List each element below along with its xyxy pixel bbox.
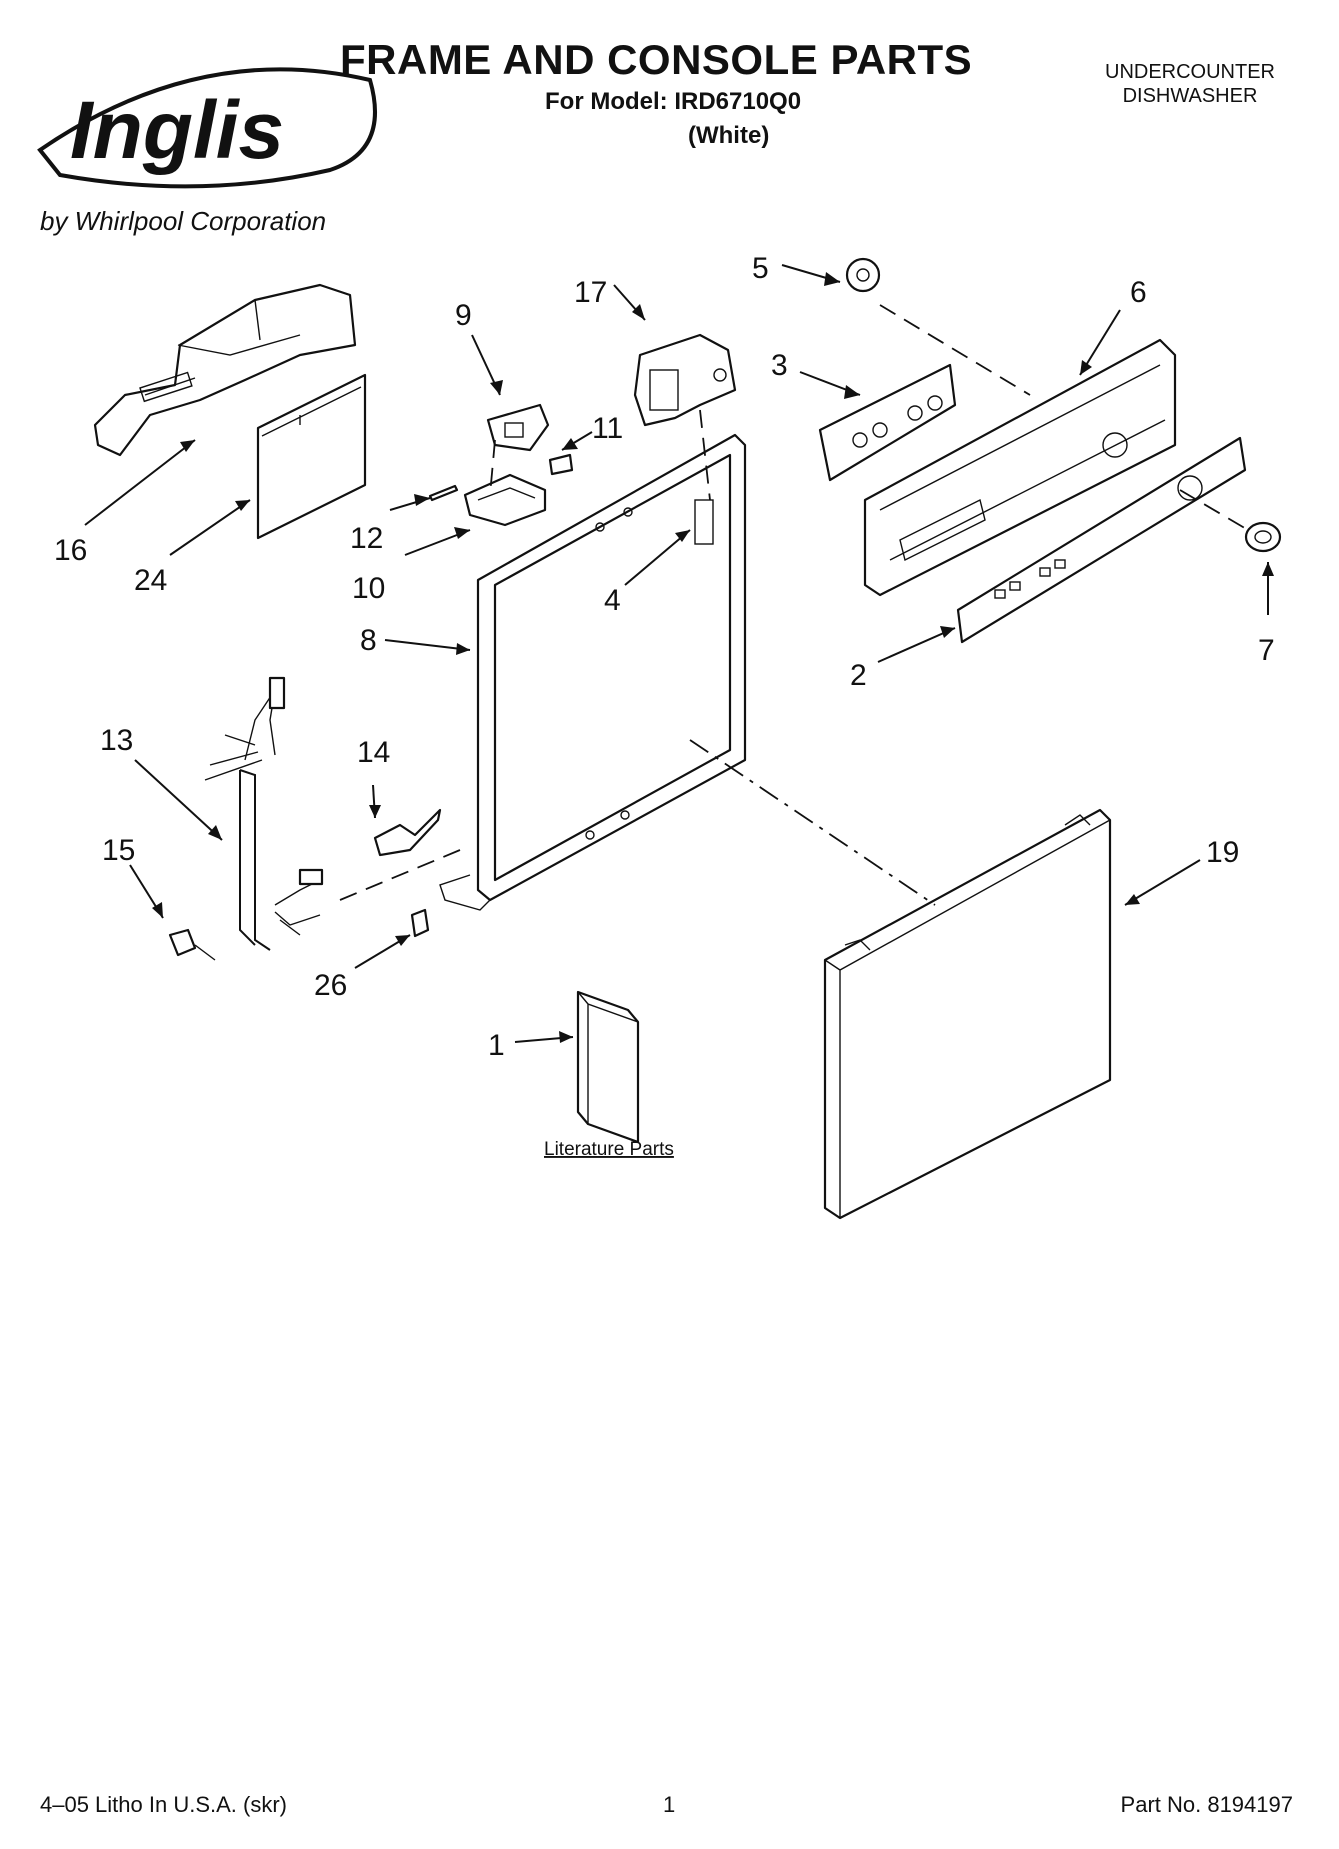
part-15-screw xyxy=(168,928,216,961)
part-14-sensor xyxy=(373,808,442,857)
callout-4: 4 xyxy=(604,584,621,617)
part-7-knob xyxy=(1244,521,1282,553)
callout-7: 7 xyxy=(1258,634,1275,667)
part-26-clip xyxy=(410,908,430,938)
part-3-control-insert xyxy=(818,363,957,482)
callout-12: 12 xyxy=(350,522,383,555)
callout-6: 6 xyxy=(1130,276,1147,309)
callout-1: 1 xyxy=(488,1029,505,1062)
product-type: UNDERCOUNTER DISHWASHER xyxy=(1090,60,1290,108)
alignment-line-5-6 xyxy=(879,304,1031,396)
alignment-line-9-10 xyxy=(489,439,496,496)
logo-wordmark: Inglis xyxy=(70,85,284,176)
callout-19: 19 xyxy=(1206,836,1239,869)
part-17-timer xyxy=(633,333,737,427)
part-24-panel xyxy=(256,373,367,540)
callout-26: 26 xyxy=(314,969,347,1002)
product-type-line-1: UNDERCOUNTER xyxy=(1105,61,1275,83)
callout-24: 24 xyxy=(134,564,167,597)
part-16-control-housing xyxy=(93,283,357,457)
model-number: For Model: IRD6710Q0 xyxy=(545,88,802,115)
part-19-door-panel xyxy=(823,808,1112,1220)
callout-14: 14 xyxy=(357,736,390,769)
callout-3: 3 xyxy=(771,349,788,382)
part-8-door-frame xyxy=(439,433,747,911)
footer-part-number: Part No. 8194197 xyxy=(1120,1792,1293,1817)
callout-13: 13 xyxy=(100,724,133,757)
alignment-line-7-2 xyxy=(1179,489,1249,531)
callout-11: 11 xyxy=(592,412,623,445)
brand-tagline: by Whirlpool Corporation xyxy=(40,206,327,236)
part-9-latch xyxy=(486,403,550,452)
part-13-wire-harness xyxy=(204,676,324,951)
callout-15: 15 xyxy=(102,834,135,867)
part-2-overlay xyxy=(956,436,1247,644)
callout-2: 2 xyxy=(850,659,867,692)
part-10-latch-base xyxy=(463,473,547,527)
callout-8: 8 xyxy=(360,624,377,657)
model-color: (White) xyxy=(688,122,770,149)
callout-5: 5 xyxy=(752,252,769,285)
inglis-logo: Inglis xyxy=(37,67,377,189)
part-5-knob-cam xyxy=(845,257,881,293)
alignment-line-harness xyxy=(339,849,461,901)
product-type-line-2: DISHWASHER xyxy=(1122,85,1258,107)
part-12-pin xyxy=(428,484,459,502)
alignment-line-17-frame xyxy=(699,409,711,501)
alignment-line-frame-door xyxy=(689,739,936,906)
part-11-switch xyxy=(548,453,574,476)
callout-10: 10 xyxy=(352,572,385,605)
footer-page-number: 1 xyxy=(663,1792,676,1817)
callout-leaders xyxy=(84,264,1274,1043)
part-1-literature xyxy=(576,990,640,1144)
callout-17: 17 xyxy=(574,276,607,309)
callout-labels: 5 6 3 17 9 11 12 10 16 24 4 8 2 7 13 14 … xyxy=(54,252,1275,1160)
part-6-console xyxy=(863,338,1177,597)
footer-print-info: 4–05 Litho In U.S.A. (skr) xyxy=(40,1792,287,1817)
callout-9: 9 xyxy=(455,299,472,332)
page-title: FRAME AND CONSOLE PARTS xyxy=(340,36,973,83)
literature-parts-label: Literature Parts xyxy=(544,1139,674,1160)
callout-16: 16 xyxy=(54,534,87,567)
